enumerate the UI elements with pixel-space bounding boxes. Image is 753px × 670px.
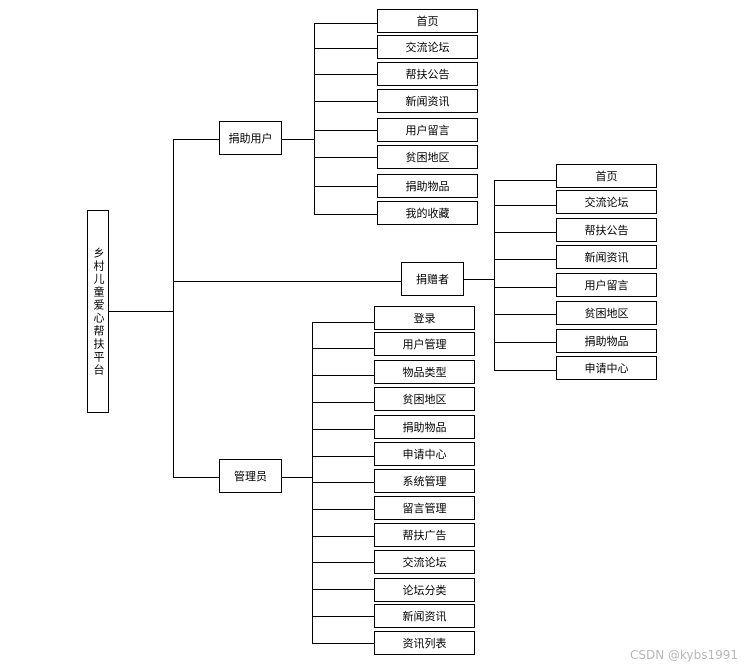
helper-item-connector bbox=[314, 23, 377, 24]
helper-item: 新闻资讯 bbox=[377, 89, 478, 113]
donor-item: 用户留言 bbox=[556, 273, 657, 297]
admin-item: 系统管理 bbox=[374, 469, 475, 493]
admin-item-connector bbox=[312, 429, 374, 430]
donor-spine bbox=[494, 180, 495, 370]
donor-item-connector bbox=[494, 180, 556, 181]
admin-item: 留言管理 bbox=[374, 496, 475, 520]
admin-item-connector bbox=[312, 456, 374, 457]
root-label: 乡村儿童爱心帮扶平台 bbox=[92, 246, 105, 377]
watermark: CSDN @kybs1991 bbox=[630, 648, 739, 662]
admin-item: 登录 bbox=[374, 306, 475, 330]
admin-item: 资讯列表 bbox=[374, 631, 475, 655]
donor-item-connector bbox=[494, 205, 556, 206]
helper-item: 用户留言 bbox=[377, 118, 478, 142]
helper-item: 交流论坛 bbox=[377, 35, 478, 59]
helper-item: 帮扶公告 bbox=[377, 62, 478, 86]
admin-item-connector bbox=[312, 643, 374, 644]
helper-item-connector bbox=[314, 48, 377, 49]
branch-donor: 捐赠者 bbox=[401, 262, 464, 296]
admin-item-connector bbox=[312, 562, 374, 563]
donor-item: 申请中心 bbox=[556, 356, 657, 380]
helper-spine bbox=[314, 23, 315, 214]
donor-item-connector bbox=[494, 232, 556, 233]
admin-item-connector bbox=[312, 482, 374, 483]
admin-item: 新闻资讯 bbox=[374, 604, 475, 628]
helper-item: 我的收藏 bbox=[377, 201, 478, 225]
admin-connector bbox=[282, 477, 312, 478]
root-connector bbox=[109, 311, 173, 312]
admin-item-connector bbox=[312, 322, 374, 323]
helper-item-connector bbox=[314, 214, 377, 215]
admin-item-connector bbox=[312, 375, 374, 376]
donor-item-connector bbox=[494, 342, 556, 343]
helper-item: 贫困地区 bbox=[377, 145, 478, 169]
helper-item-connector bbox=[314, 157, 377, 158]
connector-admin bbox=[173, 477, 219, 478]
donor-item: 捐助物品 bbox=[556, 329, 657, 353]
connector-donor bbox=[173, 281, 401, 282]
admin-item: 帮扶广告 bbox=[374, 523, 475, 547]
admin-item: 捐助物品 bbox=[374, 415, 475, 439]
branch-admin: 管理员 bbox=[219, 459, 282, 493]
admin-item: 申请中心 bbox=[374, 442, 475, 466]
donor-item-connector bbox=[494, 259, 556, 260]
admin-item-connector bbox=[312, 402, 374, 403]
branch-helper: 捐助用户 bbox=[219, 121, 282, 155]
donor-item: 新闻资讯 bbox=[556, 245, 657, 269]
donor-item: 交流论坛 bbox=[556, 190, 657, 214]
admin-item: 物品类型 bbox=[374, 360, 475, 384]
donor-item-connector bbox=[494, 314, 556, 315]
admin-item: 论坛分类 bbox=[374, 578, 475, 602]
admin-item: 交流论坛 bbox=[374, 550, 475, 574]
donor-item: 首页 bbox=[556, 164, 657, 188]
root-node: 乡村儿童爱心帮扶平台 bbox=[87, 210, 109, 413]
admin-item: 贫困地区 bbox=[374, 387, 475, 411]
donor-connector bbox=[464, 279, 494, 280]
donor-item-connector bbox=[494, 370, 556, 371]
helper-item-connector bbox=[314, 74, 377, 75]
helper-item-connector bbox=[314, 186, 377, 187]
connector-helper bbox=[173, 139, 219, 140]
helper-connector bbox=[282, 139, 314, 140]
admin-item-connector bbox=[312, 536, 374, 537]
admin-item: 用户管理 bbox=[374, 332, 475, 356]
helper-item-connector bbox=[314, 101, 377, 102]
admin-item-connector bbox=[312, 348, 374, 349]
donor-item-connector bbox=[494, 287, 556, 288]
donor-item: 帮扶公告 bbox=[556, 218, 657, 242]
donor-item: 贫困地区 bbox=[556, 301, 657, 325]
admin-item-connector bbox=[312, 509, 374, 510]
helper-item-connector bbox=[314, 130, 377, 131]
admin-item-connector bbox=[312, 589, 374, 590]
root-spine bbox=[173, 139, 174, 477]
admin-item-connector bbox=[312, 616, 374, 617]
helper-item: 捐助物品 bbox=[377, 174, 478, 198]
helper-item: 首页 bbox=[377, 9, 478, 33]
